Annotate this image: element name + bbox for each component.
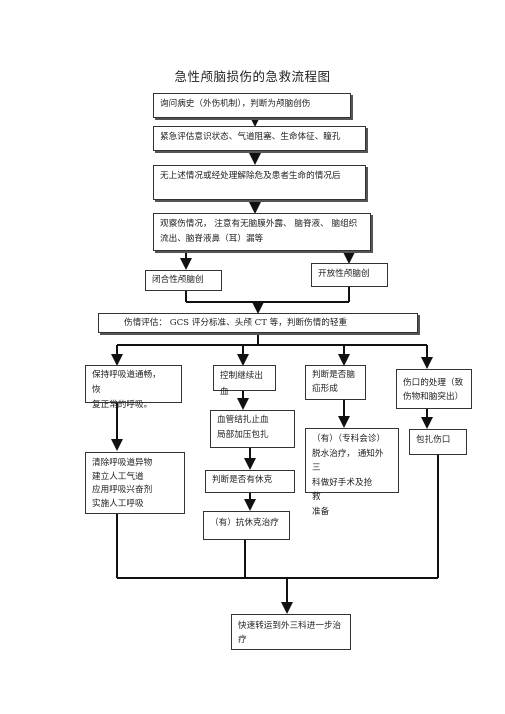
open-injury-text: 开放性颅脑创 (318, 269, 370, 279)
hernia-text-line-1: 判断是否脑 (312, 370, 355, 380)
wound-text-line-1: 伤口的处理（致 (403, 378, 464, 388)
no-threat-box: 无上述情况或经处理解除危及患者生命的情况后 (153, 165, 366, 200)
surgery-text-line-2: 脱水治疗， 通知外三 (312, 448, 384, 474)
shock-check-box: 判断是否有休克 (205, 470, 295, 493)
history-text: 询问病史（外伤机制），判断为颅脑创伤 (160, 99, 311, 109)
grading-box: 伤情评估： GCS 评分标准、头颅 CT 等，判断伤情的轻重 (98, 313, 418, 333)
pressure-text-line-2: 局部加压包扎 (217, 430, 269, 440)
bleeding-box: 控制继续出血 (213, 365, 276, 397)
pressure-box: 血管结扎止血 局部加压包扎 (210, 410, 295, 448)
pressure-text-line-1: 血管结扎止血 (217, 415, 269, 425)
transfer-text-line-1: 快速转运到外三科进一步治 (238, 621, 342, 631)
airway-box: 保持呼吸道通畅， 恢 复正常的呼吸。 (85, 365, 182, 410)
bleeding-text: 控制继续出血 (220, 371, 263, 397)
surgery-text-line-1: （有）（专科会诊） (312, 434, 386, 444)
transfer-text-line-2: 疗 (238, 635, 247, 645)
observe-text-line-1: 观察伤情况， 注意有无脑膜外露、 脑脊液、 脑组织 (160, 219, 358, 229)
surgery-text-line-4: 准备 (312, 506, 330, 517)
observe-text-line-2: 流出、脑脊液鼻（耳）漏等 (160, 234, 264, 244)
antishock-box: （有）抗休克治疗 (203, 511, 290, 540)
airway-text-line-1: 保持呼吸道通畅， 恢 (92, 370, 168, 395)
grading-text: 伤情评估： GCS 评分标准、头颅 CT 等，判断伤情的轻重 (124, 318, 348, 328)
antishock-text: （有）抗休克治疗 (210, 518, 279, 528)
airway-text-line-2: 复正常的呼吸。 (92, 400, 153, 410)
airway-management-line-1: 清除呼吸道异物 (92, 458, 153, 468)
dressing-text: 包扎伤口 (416, 435, 451, 445)
hernia-box: 判断是否脑 疝形成 (305, 365, 366, 400)
airway-management-line-3: 应用呼吸兴奋剂 (92, 485, 153, 495)
surgery-text-line-3: 科做好手术及抢 救 (312, 477, 384, 503)
wound-box: 伤口的处理（致 伤物和脑突出） (396, 369, 472, 409)
history-box: 询问病史（外伤机制），判断为颅脑创伤 (153, 93, 351, 118)
assessment-box: 紧急评估意识状态、气道阻塞、生命体征、瞳孔 (153, 126, 366, 151)
observe-box: 观察伤情况， 注意有无脑膜外露、 脑脊液、 脑组织 流出、脑脊液鼻（耳）漏等 (153, 213, 371, 251)
shock-check-text: 判断是否有休克 (212, 475, 273, 485)
hernia-text-line-2: 疝形成 (312, 384, 338, 394)
surgery-box: （有）（专科会诊） 脱水治疗， 通知外三 科做好手术及抢 救 准备 (305, 428, 399, 517)
open-injury-box: 开放性颅脑创 (311, 263, 388, 287)
transfer-box: 快速转运到外三科进一步治 疗 (231, 614, 351, 650)
page-title: 急性颅脑损伤的急救流程图 (174, 69, 331, 84)
airway-management-line-4: 实施人工呼吸 (92, 498, 144, 509)
assessment-text: 紧急评估意识状态、气道阻塞、生命体征、瞳孔 (160, 132, 341, 142)
no-threat-text: 无上述情况或经处理解除危及患者生命的情况后 (160, 171, 341, 181)
closed-injury-text: 闭合性颅脑创 (152, 275, 204, 285)
closed-injury-box: 闭合性颅脑创 (145, 270, 222, 291)
airway-management-line-2: 建立人工气道 (92, 471, 144, 482)
dressing-box: 包扎伤口 (409, 429, 467, 455)
wound-text-line-2: 伤物和脑突出） (403, 392, 464, 402)
airway-management-box: 清除呼吸道异物 建立人工气道 应用呼吸兴奋剂 实施人工呼吸 (85, 452, 185, 514)
